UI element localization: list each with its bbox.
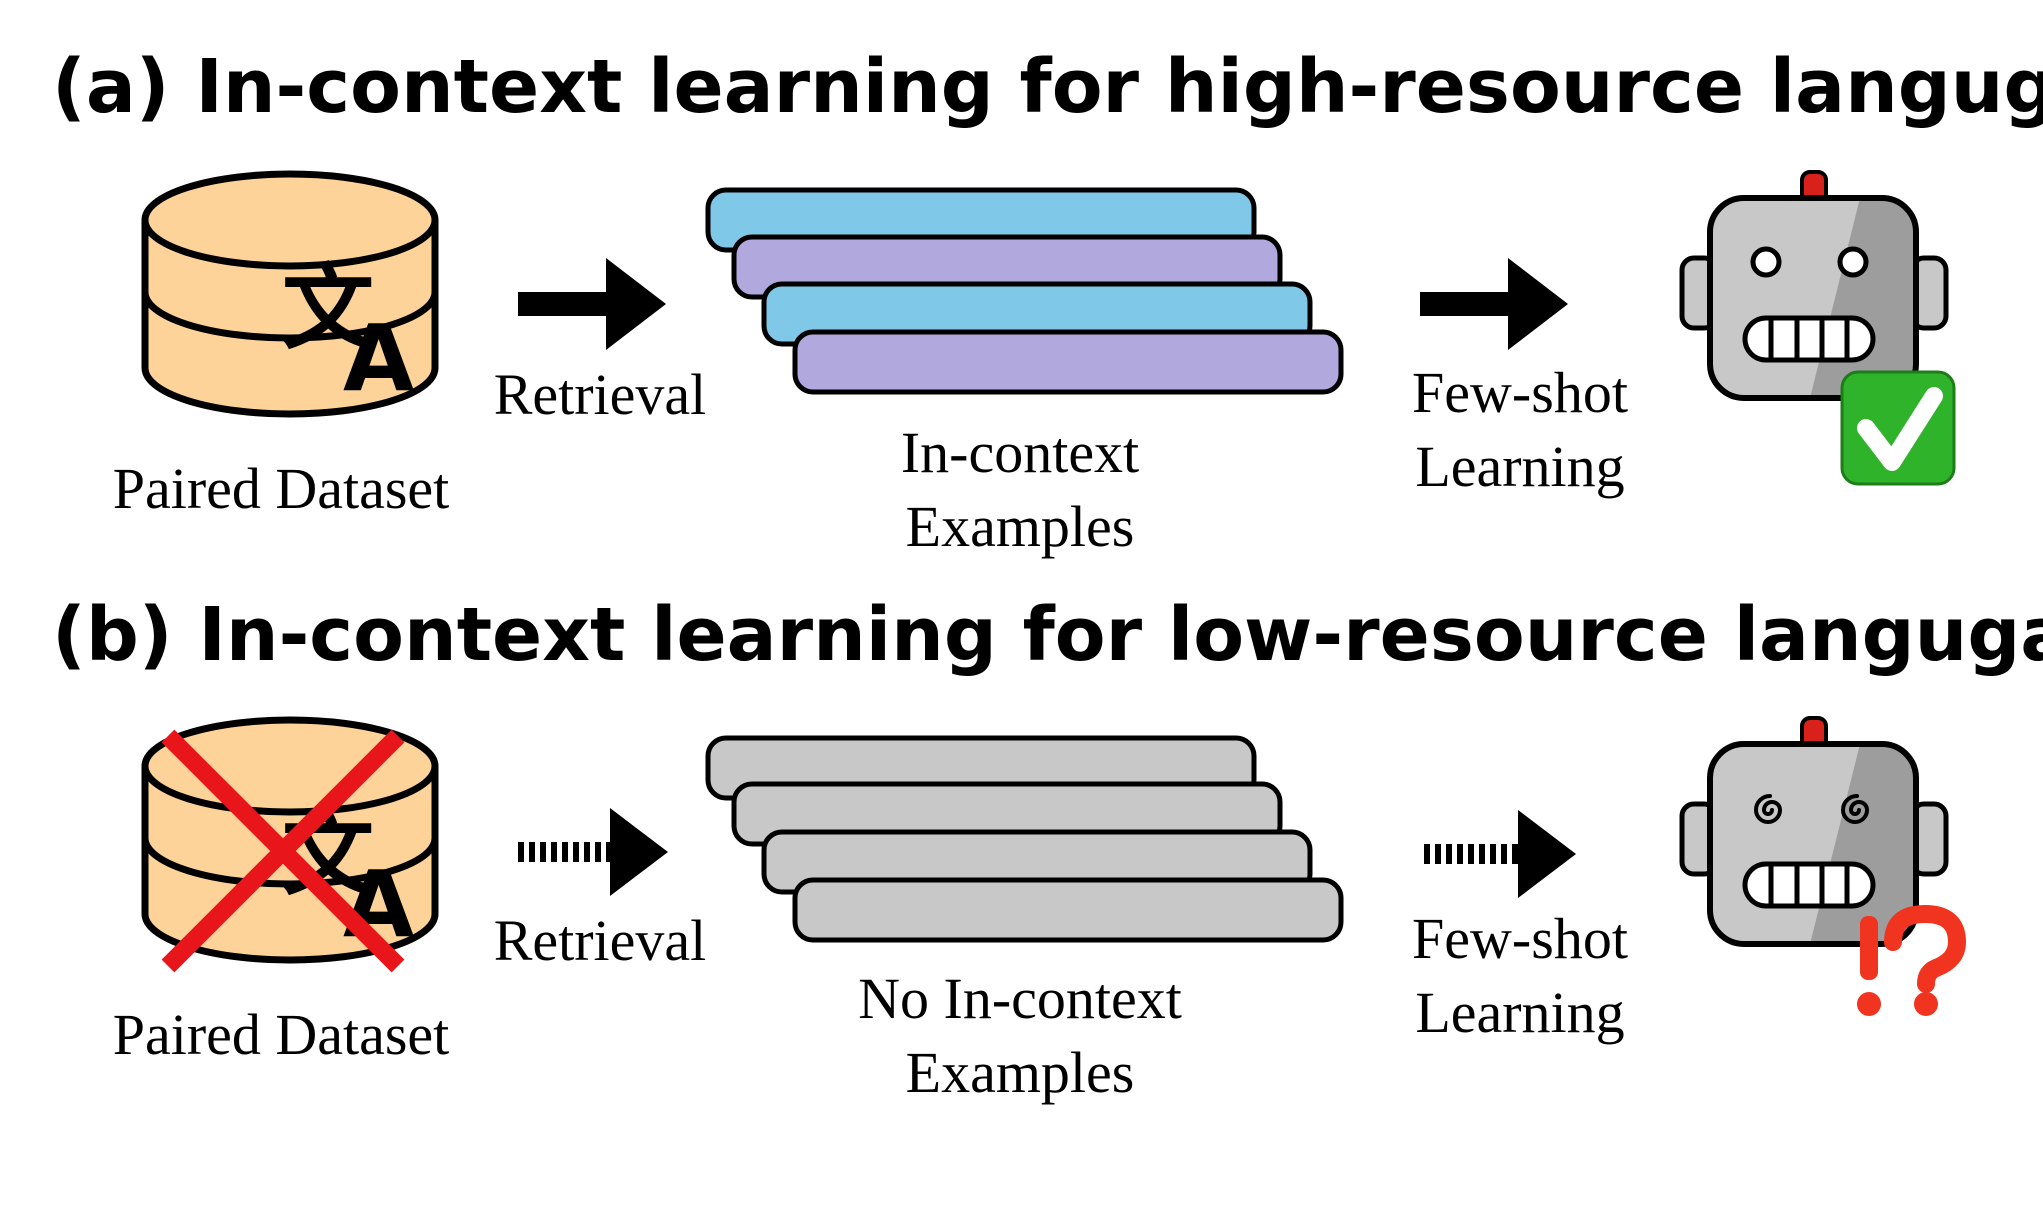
panel-a-fewshot-label-line1: Few-shot xyxy=(1412,360,1628,425)
robot-icon xyxy=(1679,170,1949,401)
paired-dataset-icon: 文 A xyxy=(141,170,439,418)
example-card xyxy=(792,877,1344,943)
few-shot-arrow-icon xyxy=(1420,258,1568,350)
spiral-eye-icon xyxy=(1840,794,1870,824)
spiral-eye-icon xyxy=(1753,794,1783,824)
panel-b-examples-label-line1: No In-context xyxy=(858,966,1182,1031)
question-curve xyxy=(1884,905,1966,993)
check-mark-icon xyxy=(1840,370,1956,486)
panel-b-retrieval-label: Retrieval xyxy=(494,908,707,973)
dotted-few-shot-arrow-icon xyxy=(1424,810,1576,898)
example-card xyxy=(792,329,1344,395)
panel-b-examples-label-line2: Examples xyxy=(906,1040,1135,1105)
panel-a-retrieval-label: Retrieval xyxy=(494,362,707,427)
exclamation-question-icon xyxy=(1857,905,1966,1016)
panel-a-examples-label-line2: Examples xyxy=(906,494,1135,559)
dotted-retrieval-arrow-icon xyxy=(518,808,668,896)
cross-out-icon xyxy=(161,729,405,973)
in-context-examples-stack xyxy=(705,187,1344,395)
exclamation-bar xyxy=(1860,916,1878,980)
panel-a: (a) In-context learning for high-resourc… xyxy=(52,44,2043,559)
translate-icon-glyph-zh: 文 xyxy=(282,255,374,362)
translate-icon-glyph-a: A xyxy=(343,305,414,412)
panel-a-dataset-label: Paired Dataset xyxy=(113,456,450,521)
retrieval-arrow-icon xyxy=(518,258,666,350)
confused-robot-icon xyxy=(1679,716,1949,947)
panel-b-fewshot-label-line1: Few-shot xyxy=(1412,906,1628,971)
panel-b-dataset-label: Paired Dataset xyxy=(113,1002,450,1067)
question-dot xyxy=(1914,992,1938,1016)
panel-b-fewshot-label-line2: Learning xyxy=(1415,980,1624,1045)
empty-examples-stack xyxy=(705,735,1344,943)
panel-a-title: (a) In-context learning for high-resourc… xyxy=(52,44,2043,130)
panel-b: (b) In-context learning for low-resource… xyxy=(52,592,2043,1105)
panel-a-fewshot-label-line2: Learning xyxy=(1415,434,1624,499)
panel-a-examples-label-line1: In-context xyxy=(901,420,1139,485)
exclamation-dot xyxy=(1857,992,1881,1016)
panel-b-title: (b) In-context learning for low-resource… xyxy=(52,592,2043,678)
